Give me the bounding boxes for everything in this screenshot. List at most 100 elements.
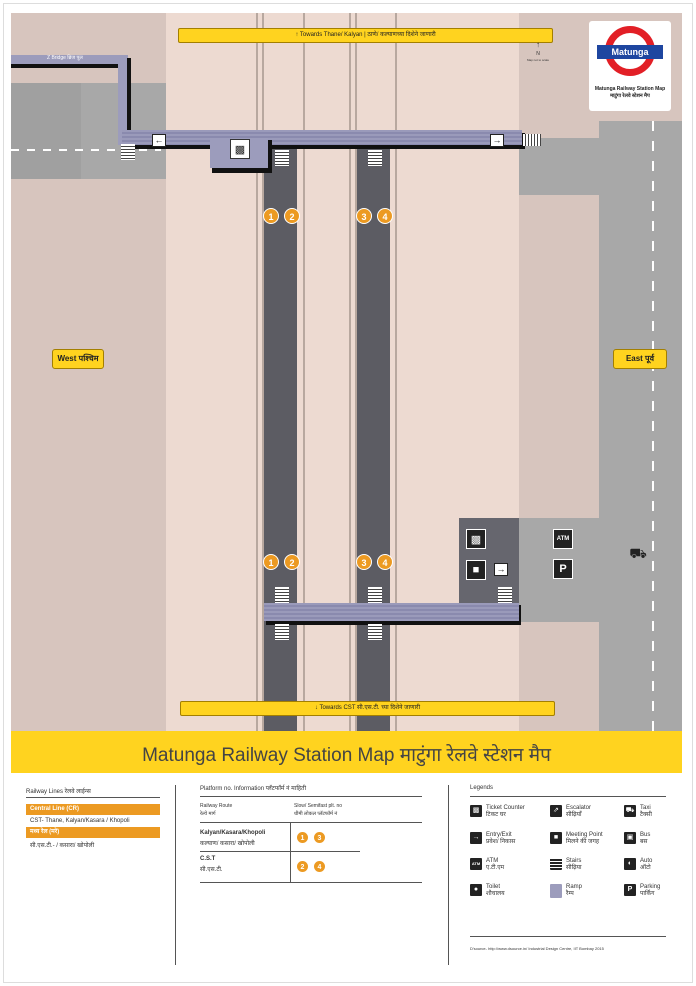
z-bridge-ramp bbox=[118, 55, 127, 145]
meeting-point-icon: ■ bbox=[466, 560, 486, 580]
platform-number: 2 bbox=[296, 860, 309, 873]
z-bridge bbox=[11, 55, 128, 64]
platform-number-3: 3 bbox=[356, 554, 372, 570]
legend-label: Ticket Counter bbox=[486, 805, 525, 811]
legend-label: Stairs bbox=[566, 858, 582, 864]
central-line-label: Central Line (CR) bbox=[26, 804, 160, 815]
track-rail bbox=[349, 13, 351, 731]
taxi-icon: ⛟ bbox=[624, 805, 636, 817]
track-rail bbox=[395, 13, 397, 731]
east-road bbox=[599, 121, 682, 731]
east-label: East पूर्व bbox=[613, 349, 667, 369]
stairs-icon bbox=[368, 150, 382, 166]
exit-east-arrow-icon: → bbox=[494, 563, 508, 576]
road-lane-marking bbox=[652, 121, 654, 731]
escalator-icon: ⇗ bbox=[550, 805, 562, 817]
logo-subtitle-en: Matunga Railway Station Map bbox=[594, 86, 666, 92]
atm-icon: ATM bbox=[470, 858, 482, 870]
platform-number-4: 4 bbox=[377, 554, 393, 570]
south-banner-text: Towards CST सी.एस.टी. च्या दिशेने जाणारी bbox=[319, 705, 421, 711]
exit-west-arrow-icon: ← bbox=[152, 134, 166, 147]
legend-label: Toilet bbox=[486, 884, 501, 890]
legend-label-hi: ए.टी.एम bbox=[486, 865, 505, 871]
track-rail bbox=[256, 13, 258, 731]
legend-label: Ramp bbox=[566, 884, 583, 890]
legend-label: Entry/Exit bbox=[486, 832, 512, 838]
route-col-header-hi: रेल्वे मार्ग bbox=[200, 811, 216, 817]
route-name-hi: कल्याण/ कसारा/ खोपोली bbox=[200, 841, 255, 847]
track-rail bbox=[355, 13, 357, 731]
stairs-icon bbox=[275, 624, 289, 640]
platform-number: 4 bbox=[313, 860, 326, 873]
north-foot-over-bridge bbox=[122, 130, 522, 145]
platform-1-2 bbox=[264, 148, 297, 731]
auto-icon: ◐ bbox=[624, 858, 636, 870]
legend-label: Auto bbox=[640, 858, 653, 864]
divider bbox=[26, 797, 160, 798]
stairs-icon bbox=[275, 150, 289, 166]
parking-icon: P bbox=[624, 884, 636, 896]
legends-heading: Legends bbox=[470, 785, 494, 791]
north-arrow-icon: ↑ bbox=[536, 40, 540, 49]
atm-icon: ATM bbox=[553, 529, 573, 549]
platform-number-2: 2 bbox=[284, 554, 300, 570]
scale-note: Map not to scale bbox=[526, 58, 549, 62]
platform-3-4 bbox=[357, 148, 390, 731]
legend-label-hi: मिलने की जगह bbox=[566, 839, 600, 845]
north-direction-banner: ↑ Towards Thane/ Kalyan | ठाणे/ कल्याणच्… bbox=[178, 28, 553, 43]
legend-label: Bus bbox=[640, 832, 651, 838]
legend-label-hi: ऑटो bbox=[640, 865, 651, 871]
track-rail bbox=[303, 13, 305, 731]
divider bbox=[200, 851, 360, 852]
platform-number: 3 bbox=[313, 831, 326, 844]
central-line-hindi-label: मध्य रेल (मरे) bbox=[26, 827, 160, 838]
south-direction-banner: ↓ Towards CST सी.एस.टी. च्या दिशेने जाणा… bbox=[180, 701, 555, 716]
ticket-counter-icon: ▩ bbox=[470, 805, 482, 817]
stairs-icon bbox=[498, 587, 512, 603]
platform-number: 1 bbox=[296, 831, 309, 844]
title-band: Matunga Railway Station Map माटुंगा रेलव… bbox=[11, 731, 682, 773]
legend-label-hi: रैम्प bbox=[566, 891, 574, 897]
central-line-hindi-desc: सी.एस.टी.- / कसारा/ खोपोली bbox=[30, 843, 95, 849]
legend-label-hi: सीढ़ियाँ bbox=[566, 812, 582, 818]
divider bbox=[448, 785, 449, 965]
station-logo: Matunga Matunga Railway Station Map माटु… bbox=[589, 21, 671, 111]
platform-number-1: 1 bbox=[263, 208, 279, 224]
stairs-icon bbox=[368, 624, 382, 640]
toilet-icon: ● bbox=[470, 884, 482, 896]
legend-label-hi: शौचालय bbox=[486, 891, 505, 897]
divider bbox=[175, 785, 176, 965]
central-line-desc: CST- Thane, Kalyan/Kasara / Khopoli bbox=[30, 818, 130, 824]
parking-icon: P bbox=[553, 559, 573, 579]
stairs-icon bbox=[121, 144, 135, 160]
divider bbox=[470, 936, 666, 937]
z-bridge-label: Z Bridge ब्रिज पूल bbox=[47, 55, 83, 61]
legend-label: Meeting Point bbox=[566, 832, 603, 838]
legend-label-hi: सीढ़िया bbox=[566, 865, 582, 871]
exit-east-arrow-icon: → bbox=[490, 134, 504, 147]
route-name: Kalyan/Kasara/Khopoli bbox=[200, 830, 266, 836]
west-road-junction bbox=[11, 83, 81, 179]
divider bbox=[200, 882, 422, 883]
railway-lines-heading: Railway Lines रेलवे लाईन्स bbox=[26, 789, 91, 795]
legend-label-hi: बस bbox=[640, 839, 648, 845]
platform-col-header: Slow/ Semifast plt. no bbox=[294, 803, 343, 809]
stairs-icon bbox=[368, 587, 382, 603]
platform-info-heading: Platform no. Information प्लॅटफॉर्म नं म… bbox=[200, 786, 307, 792]
platform-number-2: 2 bbox=[284, 208, 300, 224]
entry-exit-icon: → bbox=[470, 832, 482, 844]
platform-col-header-hi: धीमी लोकल प्लॅटफॉर्म नं bbox=[294, 811, 338, 817]
divider bbox=[200, 796, 422, 797]
ticket-counter-icon: ▩ bbox=[466, 529, 486, 549]
route-col-header: Railway Route bbox=[200, 803, 233, 809]
